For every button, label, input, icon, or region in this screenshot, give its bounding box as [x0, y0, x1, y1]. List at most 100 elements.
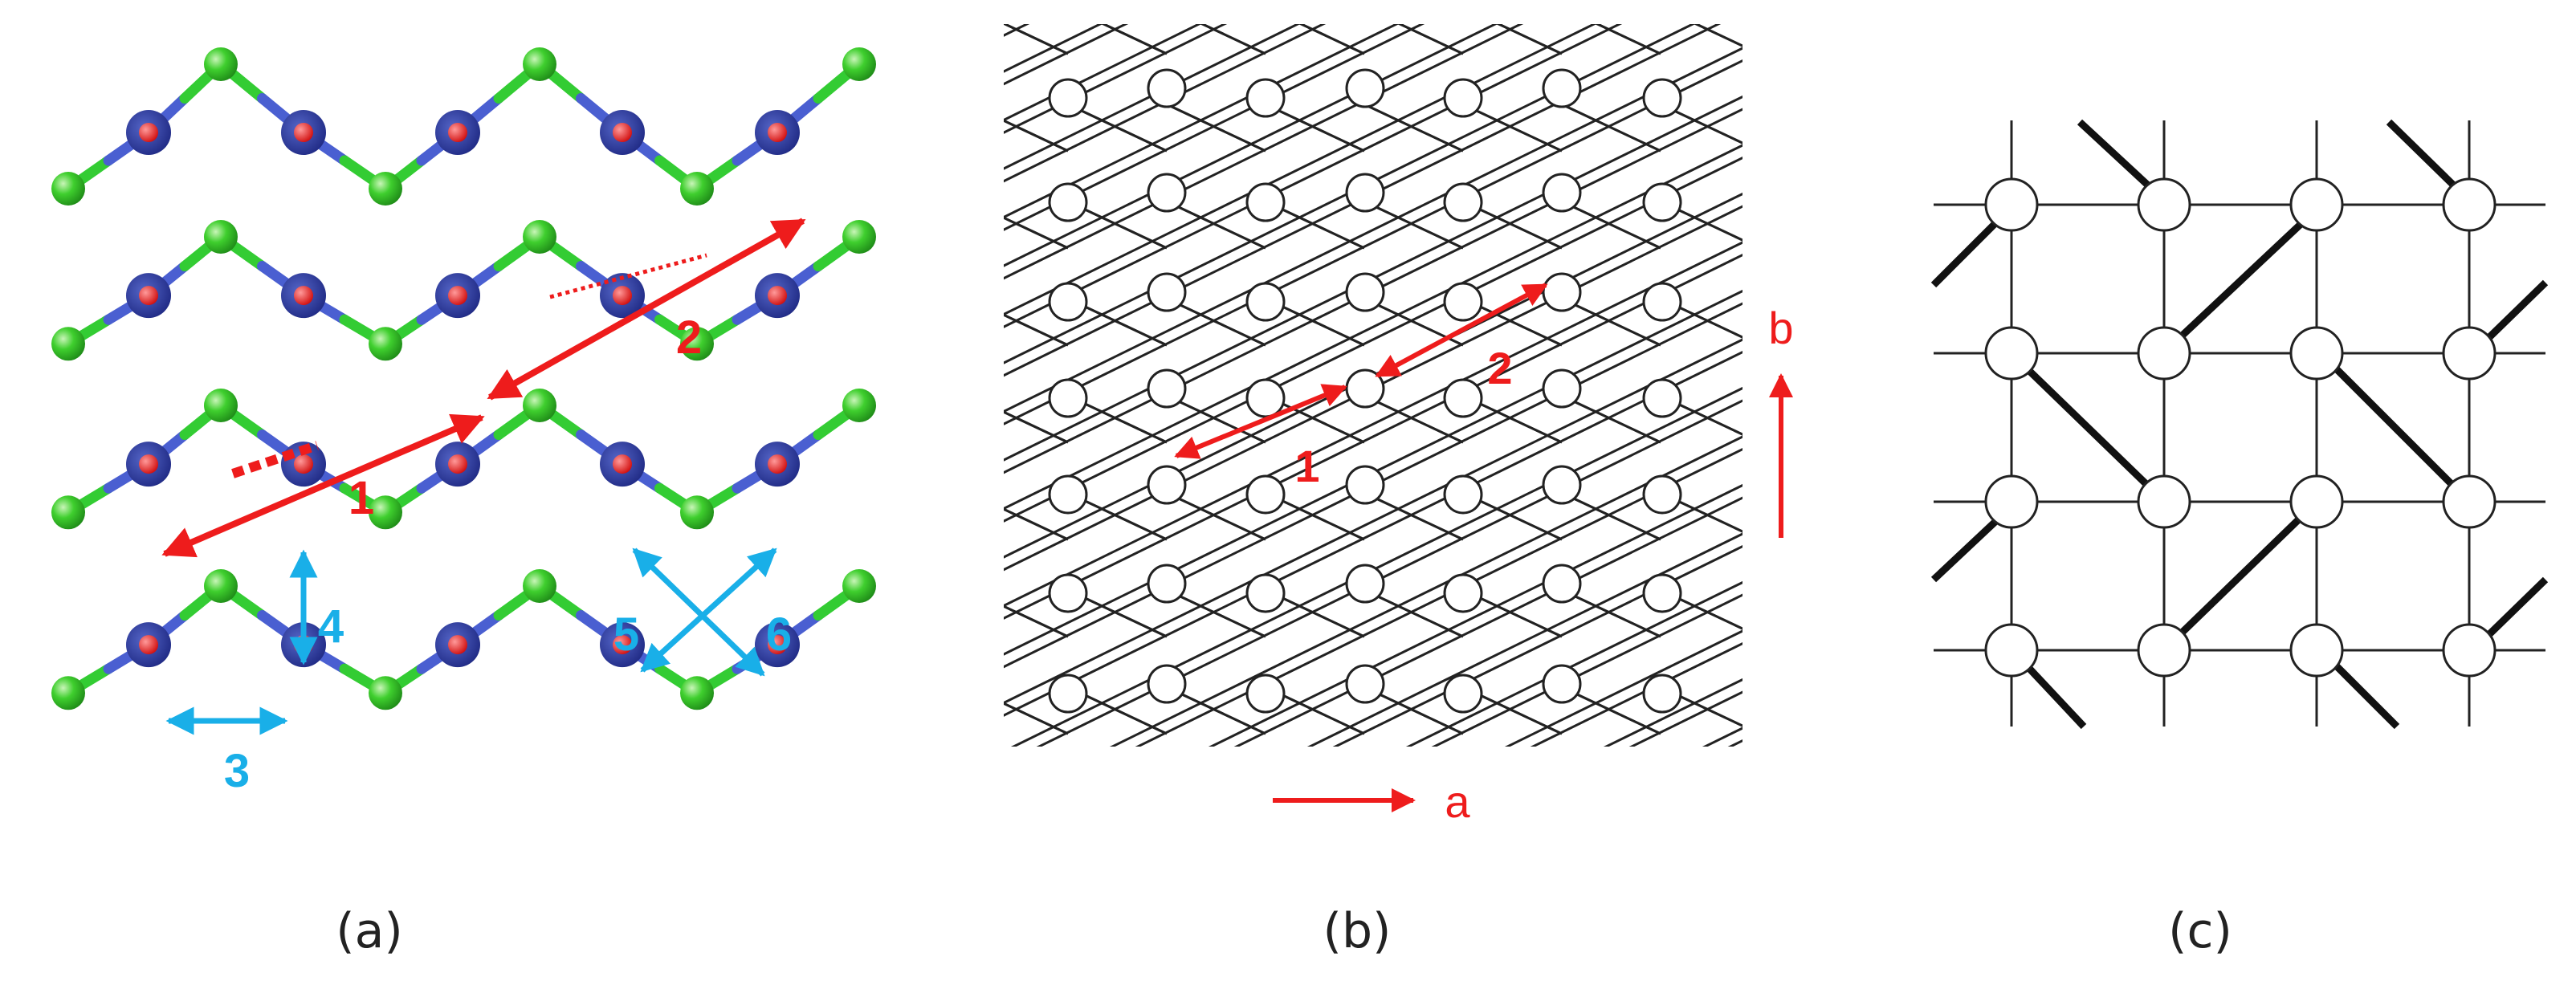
bond-line: [1166, 103, 1266, 153]
bond-line: [1757, 90, 1954, 187]
green-atom: [680, 495, 714, 530]
lattice-site: [1542, 173, 1582, 213]
bond-line: [873, 779, 1070, 877]
bond-line: [1465, 779, 1663, 877]
bond-line: [972, 0, 1169, 2]
bond-line: [1070, 779, 1268, 877]
lattice-site: [1443, 282, 1483, 322]
bond-line: [969, 881, 1068, 928]
bond-line: [1465, 98, 1664, 198]
panel-c-square-lattice: [1930, 119, 2549, 730]
bond-line: [1267, 389, 1466, 490]
bond-line: [1065, 477, 1264, 577]
bond-line: [1004, 477, 1165, 559]
bond-line: [1065, 24, 1202, 92]
bond-line: [1067, 103, 1168, 153]
bond-line: [1367, 0, 1564, 2]
bond-line: [1462, 103, 1563, 153]
green-atom: [842, 220, 876, 254]
bond-line: [1759, 104, 1858, 151]
bond-line: [1861, 0, 2058, 2]
bond-line: [1759, 784, 1858, 831]
bond-line: [1759, 7, 1858, 54]
lattice-site: [1245, 182, 1286, 222]
lattice-site: [1345, 68, 1385, 108]
bond-line: [1463, 881, 1562, 928]
bond-line: [1397, 24, 1464, 55]
bond-line: [1101, 24, 1168, 55]
lattice-site: [1048, 474, 1088, 515]
green-atom: [369, 327, 402, 361]
bond-line: [870, 687, 969, 734]
bond-line: [870, 590, 969, 637]
lattice-site: [2442, 177, 2497, 232]
lattice-site: [2289, 326, 2344, 381]
lattice-site: [2442, 326, 2497, 381]
bond-line: [1004, 507, 1069, 541]
red-atom-core: [768, 286, 787, 306]
bond-line: [1465, 195, 1664, 295]
bond-line: [1004, 24, 1129, 86]
cyan-label-5: 5: [613, 609, 639, 661]
bond-line: [1858, 7, 1957, 54]
bond-line: [1004, 88, 1066, 122]
red-atom-core: [448, 286, 467, 306]
red-atom-core: [613, 123, 632, 142]
bond-line: [1166, 491, 1266, 541]
bond-line: [1010, 671, 1165, 747]
bond-line: [1366, 24, 1524, 101]
bond-line: [1166, 686, 1266, 735]
bond-line: [1460, 24, 1597, 92]
bond-line: [870, 881, 969, 928]
bond-line: [1004, 185, 1066, 219]
lattice-site: [1245, 78, 1286, 118]
bond-line: [1004, 98, 1170, 183]
bond-line: [1366, 195, 1565, 295]
bond-line: [1262, 477, 1461, 577]
strong-bond: [2482, 279, 2549, 344]
bond-line: [1065, 88, 1264, 189]
bond-line: [1164, 770, 1362, 867]
bond-line: [1465, 24, 1623, 101]
bond-line: [1004, 574, 1066, 608]
bond-line: [1662, 253, 1742, 295]
bond-line: [1169, 0, 1367, 2]
red-atom-core: [613, 635, 632, 655]
bond-line: [1164, 283, 1363, 383]
bond-line: [1563, 496, 1742, 587]
bond-line: [1266, 784, 1364, 831]
bond-line: [1266, 784, 1364, 831]
bond-line: [1065, 283, 1264, 383]
bond-line: [1662, 544, 1742, 587]
bond-line: [1861, 779, 2058, 877]
bond-line: [1070, 292, 1269, 393]
lattice-site: [1542, 664, 1582, 704]
cyan-label-4: 4: [318, 600, 344, 653]
bond-line: [1267, 98, 1466, 198]
bond-line: [1004, 292, 1170, 377]
lattice-site: [2289, 623, 2344, 678]
bond-line: [1563, 399, 1742, 490]
bond-line: [1759, 201, 1858, 248]
bond-line: [1460, 477, 1659, 577]
lattice-site: [1542, 564, 1582, 604]
bond-line: [1166, 297, 1266, 347]
bond-line: [1858, 687, 1957, 734]
bond-line: [1657, 435, 1742, 480]
lattice-site: [1542, 368, 1582, 409]
bond-line: [1004, 98, 1071, 134]
bond-line: [1004, 216, 1069, 250]
bond-line: [1463, 784, 1562, 831]
bond-line: [1004, 477, 1066, 511]
bond-line: [1858, 881, 1957, 928]
bond-line: [1561, 588, 1661, 638]
bond-line: [1858, 590, 1957, 637]
bond-line: [1858, 396, 1957, 442]
bond-line: [1759, 396, 1858, 442]
red-atom-core: [294, 123, 313, 142]
lattice-site: [1245, 674, 1286, 714]
lattice-site: [2137, 623, 2191, 678]
bond-line: [1858, 299, 1957, 345]
bond-line: [1564, 779, 1762, 877]
bond-line: [969, 784, 1068, 831]
